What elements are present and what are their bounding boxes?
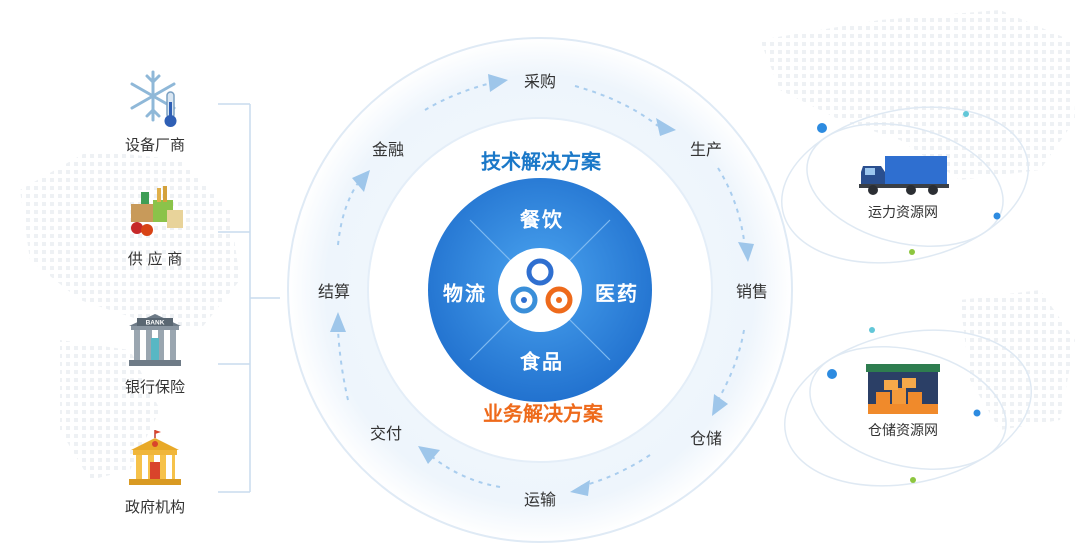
government-building-icon [129,430,181,485]
warehouse-network-label: 仓储资源网 [868,423,938,439]
step-production: 生产 [689,140,723,159]
quadrant-top-label: 餐饮 [520,207,564,232]
left-item-label: 银行保险 [124,378,185,396]
left-item-equipment: 设备厂商 [95,66,215,155]
step-finance: 金融 [371,140,405,159]
warehouse-icon [866,364,940,414]
transport-network-node: 运力资源网 [833,150,973,222]
step-storage: 仓储 [689,429,723,448]
step-purchase: 采购 [523,72,557,91]
transport-network-label: 运力资源网 [868,205,938,221]
quadrant-right-label: 医药 [595,281,639,306]
quadrant-bottom-label: 食品 [520,349,564,374]
svg-text:BANK: BANK [146,320,165,327]
business-solution-title: 业务解决方案 [483,401,603,426]
chain-logo-icon [510,258,573,314]
warehouse-network-node: 仓储资源网 [833,358,973,440]
truck-icon [859,156,949,195]
quadrant-left-label: 物流 [443,281,487,306]
left-item-label: 设备厂商 [124,136,185,154]
step-delivery: 交付 [369,424,403,443]
food-supplies-icon [131,186,183,236]
tech-solution-title: 技术解决方案 [481,149,601,174]
left-item-bank: BANK 银行保险 [95,308,215,397]
bank-icon: BANK [129,314,181,366]
step-sales: 销售 [735,282,769,301]
step-transport: 运输 [523,490,557,509]
left-item-label: 供 应 商 [127,250,183,268]
snowflake-thermometer-icon [130,70,177,127]
left-item-label: 政府机构 [124,498,185,516]
left-item-supplier: 供 应 商 [95,180,215,269]
step-settlement: 结算 [317,282,351,301]
left-item-government: 政府机构 [95,428,215,517]
